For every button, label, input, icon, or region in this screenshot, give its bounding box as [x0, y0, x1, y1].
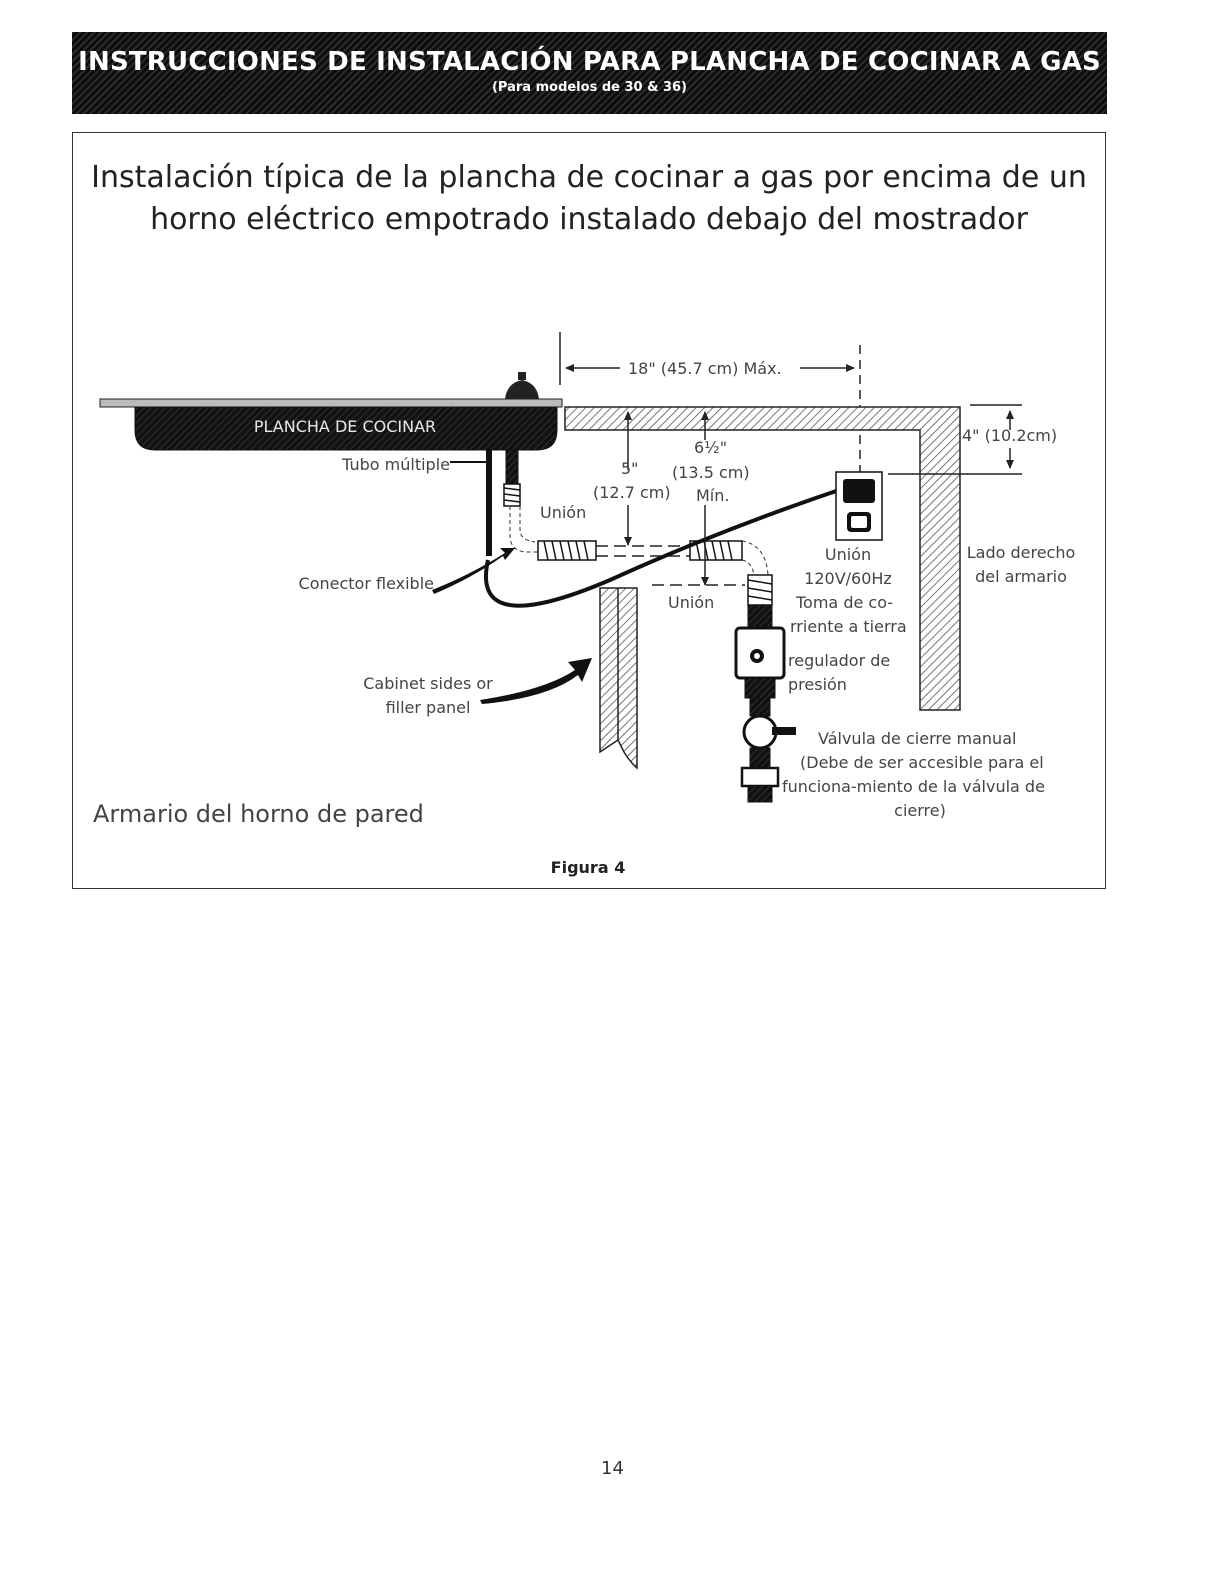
label-del-armario: del armario: [975, 567, 1067, 586]
leader-lines: [432, 461, 592, 704]
page-number: 14: [601, 1458, 624, 1479]
label-union-left: Unión: [540, 503, 586, 522]
header-subtitle: (Para modelos de 30 & 36): [491, 80, 687, 95]
figure-title-line2: horno eléctrico empotrado instalado deba…: [150, 202, 1028, 237]
label-dim-4: 4" (10.2cm): [962, 426, 1057, 445]
dimension-18in: 18" (45.7 cm) Máx.: [559, 332, 861, 480]
label-conector-flexible: Conector flexible: [299, 574, 434, 593]
figure-title: Instalación típica de la plancha de coci…: [73, 157, 1105, 241]
dimension-4in: 4" (10.2cm): [888, 404, 1057, 475]
label-valvula-3: funciona-miento de la válvula de: [782, 777, 1045, 796]
figure-caption: Figura 4: [551, 858, 626, 877]
installation-diagram: 18" (45.7 cm) Máx. PLANCHA DE COCINAR 4"…: [93, 332, 1075, 877]
label-armario-horno: Armario del horno de pared: [93, 800, 424, 828]
label-cabinet-2: filler panel: [386, 698, 471, 717]
label-valvula-2: (Debe de ser accesible para el: [800, 753, 1044, 772]
label-valvula-1: Válvula de cierre manual: [818, 729, 1016, 748]
cooktop: PLANCHA DE COCINAR: [99, 372, 563, 451]
cabinet-panel: [599, 587, 638, 770]
label-regulador-1: regulador de: [788, 651, 890, 670]
label-min: Mín.: [696, 486, 729, 505]
label-tubo-multiple: Tubo múltiple: [341, 455, 450, 474]
electrical-outlet: [835, 471, 883, 541]
label-regulador-2: presión: [788, 675, 847, 694]
label-union-right: Unión: [825, 545, 871, 564]
label-dim-6-5: 6½": [694, 438, 727, 457]
page-header: INSTRUCCIONES DE INSTALACIÓN PARA PLANCH…: [72, 32, 1107, 114]
label-dim-13-5: (13.5 cm): [672, 463, 750, 482]
label-cooktop: PLANCHA DE COCINAR: [254, 417, 436, 436]
label-valvula-4: cierre): [894, 801, 946, 820]
gas-supply-line: [734, 604, 796, 803]
power-cord: [484, 486, 846, 608]
countertop: [564, 406, 961, 711]
label-voltage: 120V/60Hz: [804, 569, 892, 588]
label-cabinet-1: Cabinet sides or: [363, 674, 493, 693]
label-lado-derecho: Lado derecho: [967, 543, 1076, 562]
diagram-labels: Tubo múltiple 6½" (13.5 cm) 5" (12.7 cm)…: [93, 438, 1075, 877]
label-union-mid: Unión: [668, 593, 714, 612]
figure-frame: Instalación típica de la plancha de coci…: [72, 132, 1106, 889]
label-toma-1: Toma de co-: [795, 593, 893, 612]
label-toma-2: rriente a tierra: [790, 617, 907, 636]
gas-manifold: [486, 449, 773, 606]
label-dim-18: 18" (45.7 cm) Máx.: [628, 359, 782, 378]
label-dim-12-7: (12.7 cm): [593, 483, 671, 502]
label-dim-5: 5": [621, 459, 639, 478]
figure-title-line1: Instalación típica de la plancha de coci…: [91, 160, 1087, 195]
header-title: INSTRUCCIONES DE INSTALACIÓN PARA PLANCH…: [78, 47, 1101, 77]
